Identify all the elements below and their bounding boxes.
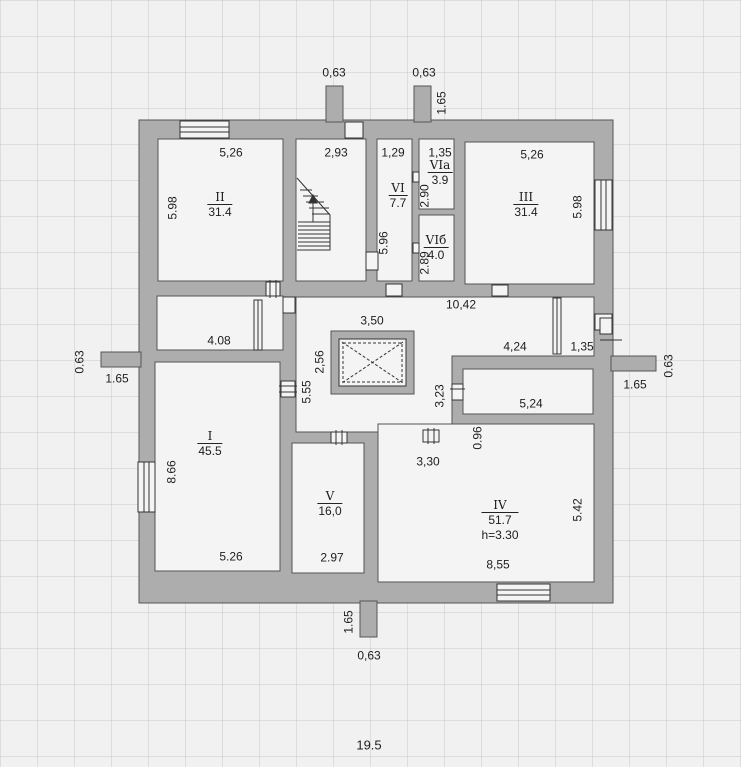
room-label-1: I 45.5 (197, 429, 223, 458)
door-room2 (265, 281, 281, 297)
room-area: 7.7 (388, 195, 408, 210)
dim-stub-right-width: 0.63 (661, 354, 676, 378)
vent-top (344, 121, 364, 139)
door-room1 (280, 380, 296, 398)
stub-right (610, 355, 657, 372)
door-room3 (491, 284, 509, 297)
dim-hall-height: 5.55 (299, 380, 314, 404)
room-label-3: III 31.4 (513, 190, 539, 219)
dim-shaft-width: 3,50 (360, 313, 384, 328)
room-area: 31.4 (513, 204, 539, 219)
room-label-6: VI 7.7 (388, 181, 408, 210)
room-number: I (207, 429, 213, 443)
window-right (594, 179, 613, 231)
room-number: II (215, 190, 225, 204)
dim-right-small-width: 1,35 (570, 339, 594, 354)
stub-top-right (413, 85, 432, 123)
room-5 (291, 442, 365, 574)
door-room6 (385, 283, 403, 297)
dim-room3-height: 5.98 (570, 195, 585, 219)
room-area: 45.5 (197, 443, 223, 458)
dim-room6-width: 1,29 (381, 145, 405, 160)
dim-shaft-height: 2,56 (312, 350, 327, 374)
window-bottom (496, 583, 551, 602)
door-niche (451, 383, 464, 401)
dim-room4-offset: 0.96 (470, 426, 485, 450)
window-top (179, 120, 230, 139)
doors (253, 171, 622, 445)
door-room5 (330, 431, 348, 444)
room-area: 4.0 (423, 247, 449, 262)
staircase (296, 177, 331, 251)
dim-stub-top-length: 1.65 (434, 91, 449, 115)
door-right-small (599, 317, 613, 335)
dim-room6-height: 5.96 (376, 231, 391, 255)
room-number: VIб (425, 233, 447, 247)
dim-room6a-width: 1,35 (428, 145, 452, 160)
stub-top-left (325, 85, 344, 123)
room-label-6a: VIa 3.9 (427, 158, 453, 187)
dim-room1-height: 8.66 (164, 460, 179, 484)
dim-stub-bottom-width: 0,63 (357, 648, 381, 663)
stair-room (295, 138, 367, 282)
room-6 (376, 138, 413, 282)
room-area: 3.9 (427, 172, 453, 187)
room-number: VIa (429, 158, 451, 172)
shaft-diagonal-b (341, 341, 404, 384)
room-label-5: V 16,0 (317, 489, 343, 518)
room-6a (418, 138, 455, 210)
stub-bottom (359, 600, 378, 638)
room-label-2: II 31.4 (207, 190, 233, 219)
dim-corridor-length: 10,42 (445, 297, 477, 312)
door-hall-left (282, 296, 296, 314)
door-stair (365, 251, 379, 271)
room-label-6b: VIб 4.0 (423, 233, 449, 262)
dim-stair-width: 2,93 (324, 145, 348, 160)
dim-room4-width: 8,55 (486, 557, 510, 572)
dim-room1-width: 5.26 (219, 549, 243, 564)
dim-stub-bottom-length: 1.65 (341, 610, 356, 634)
door-room4 (422, 429, 440, 443)
dim-room3-width: 5,26 (520, 147, 544, 162)
dim-room2-height: 5.98 (165, 196, 180, 220)
room-number: V (325, 489, 335, 503)
dim-room5-width: 2.97 (320, 550, 344, 565)
dim-right-corridor-width: 4,24 (503, 339, 527, 354)
room-number: III (518, 190, 534, 204)
stub-left (100, 351, 142, 368)
dim-store-width: 4.08 (207, 333, 231, 348)
room-1 (154, 361, 281, 572)
room-3 (464, 141, 595, 285)
room-2 (157, 138, 284, 282)
dim-total-width: 19.5 (356, 737, 382, 753)
room-ceiling-height: h=3.30 (481, 528, 519, 542)
door-room6b (412, 242, 420, 254)
dim-niche-width: 5,24 (519, 396, 543, 411)
shaft-inset (342, 342, 403, 383)
dim-stub-left-width: 0.63 (72, 350, 87, 374)
dim-room6a-height: 2.90 (417, 184, 432, 208)
room-6b (418, 214, 455, 282)
room-area: 31.4 (207, 204, 233, 219)
room-number: VI (391, 181, 405, 195)
shaft (330, 330, 415, 395)
room-number: IV (493, 498, 507, 512)
niche (462, 368, 594, 415)
arrow-up-icon (308, 193, 318, 204)
dim-stub-right-length: 1.65 (623, 377, 647, 392)
dim-door-span: 3,30 (416, 454, 440, 469)
dim-stub-left-length: 1.65 (105, 371, 129, 386)
dim-room4-height: 5.42 (570, 498, 585, 522)
room-area: 16,0 (317, 503, 343, 518)
dim-stub-top-left-width: 0,63 (322, 65, 346, 80)
window-left (137, 461, 156, 513)
dim-room2-width: 5,26 (219, 145, 243, 160)
dim-niche-height: 3,23 (432, 384, 447, 408)
room-4 (377, 423, 595, 583)
room-label-4: IV 51.7 h=3.30 (481, 498, 519, 542)
room-area: 51.7 (481, 512, 519, 527)
door-room6a (412, 171, 420, 183)
dim-stub-top-right-width: 0,63 (412, 65, 436, 80)
